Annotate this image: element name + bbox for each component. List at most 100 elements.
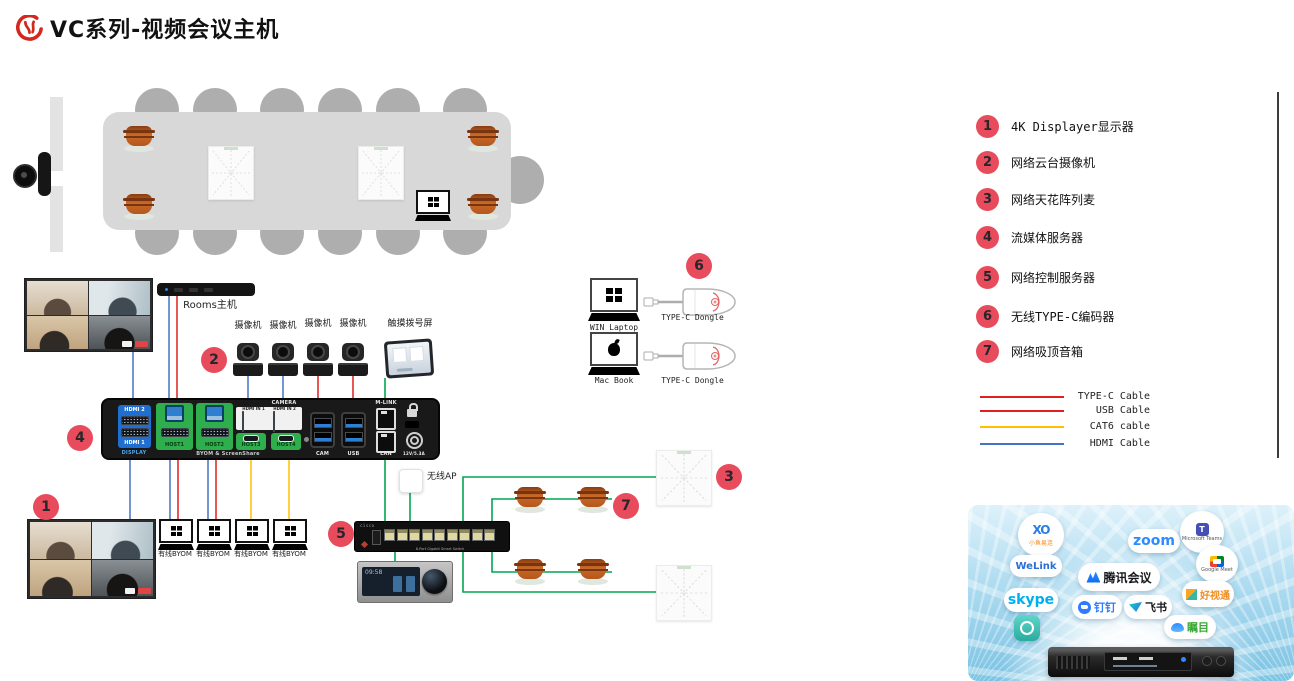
power-socket-icon — [406, 432, 423, 449]
app-name: 钉钉 — [1094, 601, 1116, 614]
legend-number: 3 — [976, 188, 999, 211]
app-name: Google Meet — [1201, 566, 1233, 573]
conference-apps-banner: XO 小鱼易连 WeLink zoom T Microsoft Teams Go… — [968, 505, 1294, 681]
volume-knob-icon — [422, 569, 447, 594]
ceiling-speaker-icon — [466, 126, 500, 152]
display-wall-panel — [50, 186, 63, 252]
hdmi-in1-label: HDMI IN 1 — [242, 406, 265, 411]
host4-block: HOST4 — [271, 433, 301, 450]
host2-block: HOST2 — [196, 403, 233, 450]
ceiling-mic-panel-icon — [656, 565, 712, 621]
win-laptop-icon — [588, 278, 640, 321]
win-laptop-label: WIN Laptop — [589, 323, 639, 332]
video-conference-display — [28, 520, 155, 598]
page-title: VC系列-视频会议主机 — [50, 18, 280, 43]
marker-1: 1 — [33, 494, 59, 520]
divider — [1277, 92, 1279, 458]
legend-number: 4 — [976, 226, 999, 249]
host3-label: HOST3 — [241, 442, 261, 448]
tencent-meeting-logo-icon — [1086, 571, 1101, 583]
byom-laptop-icon — [196, 519, 232, 550]
marker-4: 4 — [67, 425, 93, 451]
legend-item-3: 3 网络天花阵列麦 — [976, 188, 1095, 211]
video-conference-display — [25, 279, 152, 351]
usb-a-port-icon — [313, 418, 332, 428]
usb-b-port-icon — [205, 405, 224, 422]
brand-logo-icon — [16, 14, 43, 41]
legend-item-5: 5 网络控制服务器 — [976, 266, 1095, 289]
legend-number: 6 — [976, 305, 999, 328]
zhumu-logo-icon — [1171, 622, 1184, 632]
host3-block: HOST3 — [236, 433, 266, 450]
byom-label: 有线BYOM — [158, 550, 192, 558]
ptz-camera-icon — [337, 343, 369, 377]
usb-block — [341, 412, 366, 448]
host2-label: HOST2 — [205, 442, 224, 448]
windows-logo-icon — [606, 288, 622, 302]
host4-label: HOST4 — [276, 442, 296, 448]
byom-label: 有线BYOM — [234, 550, 268, 558]
meet-logo-icon — [1210, 555, 1224, 567]
hdmi-port-icon — [120, 428, 149, 437]
legend-label: 网络吸顶音箱 — [1011, 345, 1084, 359]
wireless-ap-icon — [399, 469, 423, 493]
haoshitong-logo-icon — [1186, 588, 1197, 600]
app-name: 小鱼易连 — [1028, 540, 1053, 547]
ceiling-speaker-icon — [122, 194, 156, 220]
camera-label: 摄像机 — [234, 321, 262, 331]
camera-label: 摄像机 — [269, 321, 297, 331]
cable-label: CAT6 cable — [1089, 421, 1150, 432]
switch-logo-icon — [360, 540, 369, 549]
cable-legend-typec: TYPE-C Cable — [980, 391, 1150, 402]
dongle-label: TYPE-C Dongle — [661, 376, 724, 385]
cable-label: HDMI Cable — [1089, 438, 1150, 449]
hdmi2-label: HDMI 2 — [124, 407, 145, 413]
ptz-camera-icon — [302, 343, 334, 377]
legend-number: 2 — [976, 151, 999, 174]
rooms-host-label: Rooms主机 — [183, 300, 237, 311]
app-name: 飞书 — [1145, 601, 1167, 614]
hdmi-in2-label: HDMI IN 2 — [273, 406, 296, 411]
switch-model-label: 8-Port Gigabit Smart Switch — [415, 547, 465, 551]
control-panel-screen: 09:58 — [362, 567, 420, 596]
cam-label: CAM — [315, 451, 330, 457]
switch-usb-port-icon — [372, 530, 381, 545]
switch-brand-label: cisco — [360, 523, 375, 528]
meeting-app-icon — [1014, 615, 1040, 641]
switch-ports — [384, 529, 495, 541]
legend-label: 网络云台摄像机 — [1011, 156, 1096, 170]
app-name: skype — [1007, 592, 1055, 608]
app-name: 腾讯会议 — [1103, 570, 1152, 585]
windows-logo-icon — [208, 526, 220, 536]
hdmi-port-icon — [200, 427, 229, 437]
mac-laptop-label: Mac Book — [594, 376, 634, 385]
camera-label: 摄像机 — [304, 319, 332, 329]
cable-legend-usb: USB Cable — [980, 405, 1150, 416]
mlink-label: M-LINK — [375, 400, 397, 406]
vc-host-rear-panel: CAMERA M-LINK HDMI 2 HDMI 1 DISPLAY HOST… — [103, 400, 438, 458]
touch-panel-label: 触摸拨号屏 — [387, 319, 433, 329]
marker-7: 7 — [613, 493, 639, 519]
legend-label: 4K Displayer显示器 — [1011, 120, 1134, 134]
ptz-camera-icon — [232, 343, 264, 377]
end-call-button-icon — [135, 341, 148, 347]
app-name: zoom — [1133, 533, 1175, 549]
ceiling-speaker-icon — [122, 126, 156, 152]
rj45-port-icon — [376, 431, 396, 453]
usb-a-port-icon — [344, 418, 363, 428]
marker-6: 6 — [686, 253, 712, 279]
cable-legend-cat6: CAT6 cable — [980, 421, 1150, 432]
cable-label: TYPE-C Cable — [1077, 391, 1150, 402]
type-c-dongle-icon — [643, 288, 736, 316]
marker-3: 3 — [716, 464, 742, 490]
app-dingtalk: 钉钉 — [1072, 595, 1122, 619]
cam-usb-block — [310, 412, 335, 448]
ceiling-speaker-icon — [513, 487, 547, 513]
marker-5: 5 — [328, 521, 354, 547]
hdmi-port-icon — [242, 411, 245, 432]
rooms-host-pc — [157, 283, 255, 296]
host1-label: HOST1 — [165, 442, 184, 448]
usb-label: USB — [347, 451, 360, 457]
